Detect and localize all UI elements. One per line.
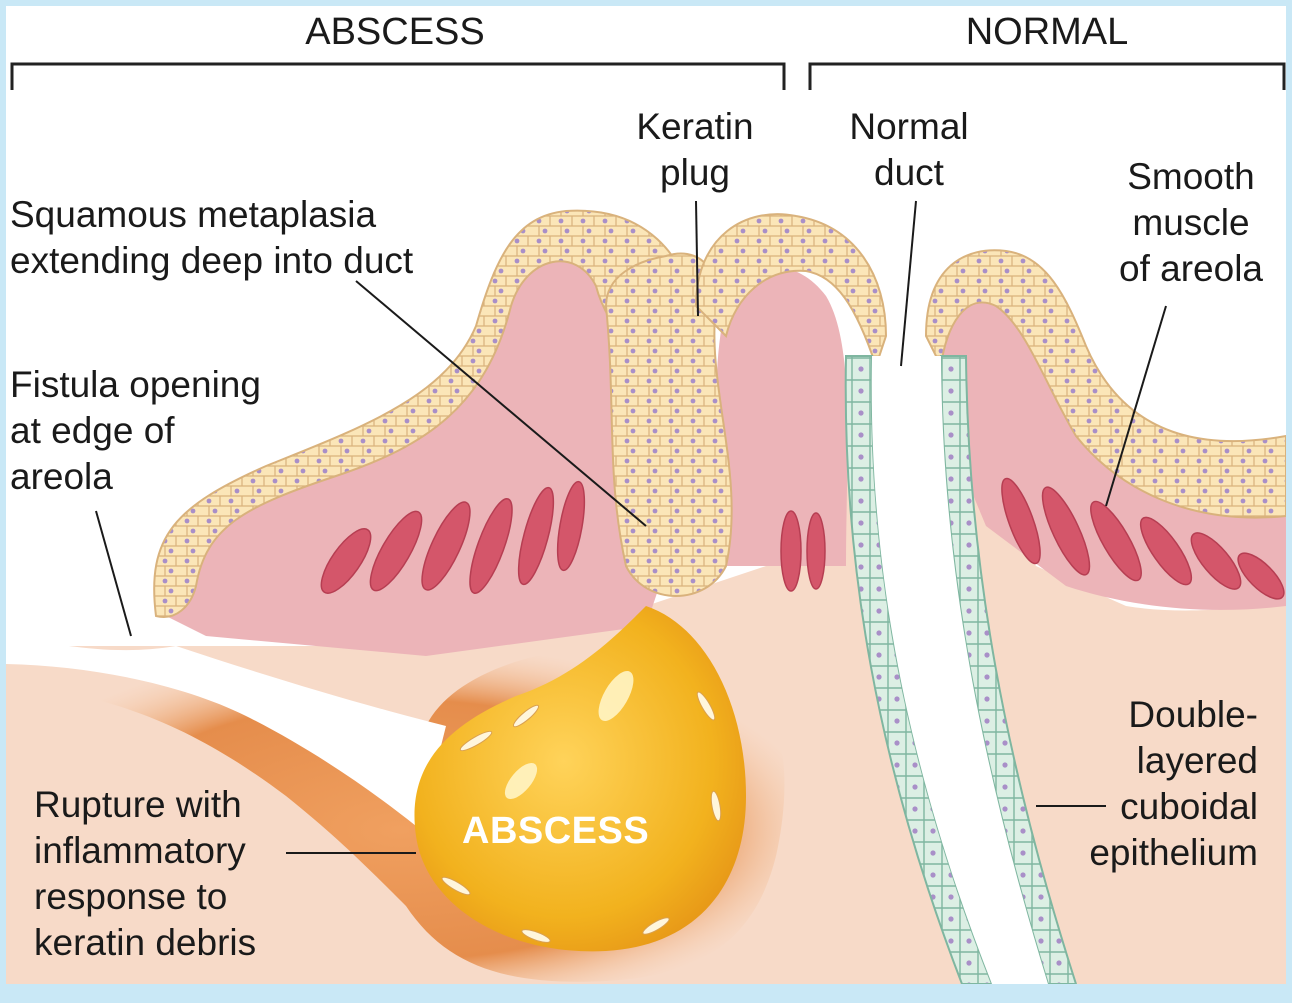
label-double-layered: Double- layered cuboidal epithelium xyxy=(1046,692,1258,876)
header-abscess: ABSCESS xyxy=(290,12,500,52)
label-fistula: Fistula opening at edge of areola xyxy=(10,362,330,500)
label-keratin-plug: Keratin plug xyxy=(620,104,770,196)
label-smooth-muscle: Smooth muscle of areola xyxy=(1096,154,1286,292)
header-normal: NORMAL xyxy=(942,12,1152,52)
label-normal-duct: Normal duct xyxy=(834,104,984,196)
label-rupture: Rupture with inflammatory response to ke… xyxy=(34,782,334,966)
normal-bracket xyxy=(810,64,1284,90)
label-squamous-metaplasia: Squamous metaplasia extending deep into … xyxy=(10,192,490,284)
abscess-bracket xyxy=(12,64,784,90)
figure: ABSCESS NORMAL Keratin plug Normal duct … xyxy=(6,6,1286,984)
label-abscess-center: ABSCESS xyxy=(462,810,649,853)
